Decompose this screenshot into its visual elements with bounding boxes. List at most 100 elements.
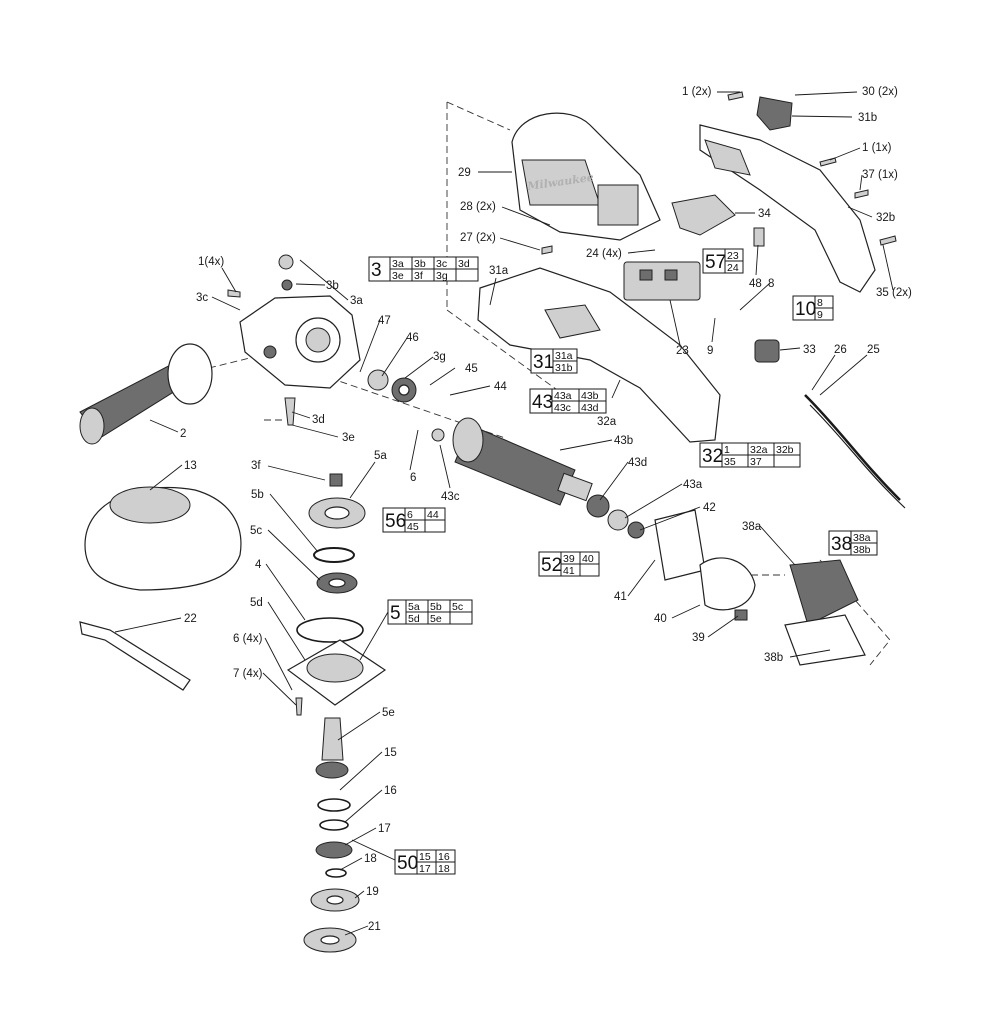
label-7-4x: 7 (4x) [233, 668, 263, 680]
label-6-4x: 6 (4x) [233, 633, 263, 645]
label-1-1x: 1 (1x) [862, 142, 892, 154]
kit-cell [773, 454, 801, 468]
kit-member-label: 18 [438, 863, 450, 875]
fasteners [227, 91, 897, 716]
label-3g: 3g [433, 351, 446, 363]
label-31b: 31b [858, 112, 877, 124]
label-44: 44 [494, 381, 507, 393]
kit-number: 43 [532, 392, 553, 413]
label-46: 46 [406, 332, 419, 344]
label-41: 41 [614, 591, 627, 603]
label-1-4x: 1(4x) [198, 256, 224, 268]
kit-cell [424, 519, 446, 533]
kit-cell [724, 260, 744, 274]
kit-member-label: 35 [724, 456, 736, 468]
label-6: 6 [410, 472, 416, 484]
kit-member-label: 23 [727, 250, 739, 262]
label-27-2x: 27 (2x) [460, 232, 496, 244]
label-2: 2 [180, 428, 186, 440]
label-48: 48 [749, 278, 762, 290]
kit-number: 3 [371, 260, 382, 281]
brush-holder-34 [671, 194, 736, 236]
kit-cell [449, 611, 473, 625]
side-handle-2 [79, 343, 213, 445]
kit-member-label: 5c [452, 601, 463, 613]
label-23: 23 [676, 345, 689, 357]
label-30-2x: 30 (2x) [862, 86, 898, 98]
label-17: 17 [378, 823, 391, 835]
label-3a: 3a [350, 295, 363, 307]
end-cap-38 [784, 559, 866, 666]
label-3c: 3c [196, 292, 208, 304]
label-43a: 43a [683, 479, 703, 491]
kit-member-label: 31b [555, 362, 573, 374]
kit-member-label: 32a [750, 444, 768, 456]
label-19: 19 [366, 886, 379, 898]
kit-member-label: 8 [817, 297, 823, 309]
label-5e: 5e [382, 707, 395, 719]
spindle-5e [315, 717, 349, 779]
kit-number: 31 [533, 352, 554, 373]
label-34: 34 [758, 208, 771, 220]
kit-member-label: 16 [438, 851, 450, 863]
kit-member-label: 3e [392, 270, 404, 282]
label-31a: 31a [489, 265, 509, 277]
inner-flange-19 [310, 888, 360, 912]
kit-cell [814, 307, 834, 321]
spindle-washers-15-18 [315, 798, 353, 878]
kit-member-label: 3b [414, 258, 426, 270]
label-32a: 32a [597, 416, 617, 428]
label-32b: 32b [876, 212, 895, 224]
kit-member-label: 1 [724, 444, 730, 456]
capacitor-33 [754, 339, 780, 363]
kit-member-label: 5b [430, 601, 442, 613]
label-45: 45 [465, 363, 478, 375]
kit-member-label: 3f [414, 270, 423, 282]
label-40: 40 [654, 613, 667, 625]
label-22: 22 [184, 613, 197, 625]
label-9: 9 [707, 345, 713, 357]
label-3f: 3f [251, 460, 261, 472]
kit-number: 5 [390, 603, 401, 624]
label-1-2x: 1 (2x) [682, 86, 712, 98]
label-28-2x: 28 (2x) [460, 201, 496, 213]
power-cord-25 [804, 394, 906, 509]
label-29: 29 [458, 167, 471, 179]
kit-member-label: 5d [408, 613, 420, 625]
kit-member-label: 3d [458, 258, 470, 270]
switch-cover-31b [756, 96, 793, 131]
kit-member-label: 3a [392, 258, 404, 270]
brush-holder-assembly-52 [654, 509, 756, 621]
kit-member-label: 17 [419, 863, 431, 875]
kit-member-label: 3c [436, 258, 447, 270]
kit-number: 32 [702, 446, 723, 467]
motor-housing-rear: Milwaukee [511, 112, 661, 241]
label-5d: 5d [250, 597, 263, 609]
kit-number: 52 [541, 555, 562, 576]
kit-member-label: 15 [419, 851, 431, 863]
label-33: 33 [803, 344, 816, 356]
kit-member-label: 37 [750, 456, 762, 468]
gear-housing-5d [286, 639, 387, 706]
kit-member-label: 43c [554, 402, 571, 414]
kit-cell [552, 360, 578, 374]
kit-member-label: 5e [430, 613, 442, 625]
armature-bearings [586, 494, 645, 539]
o-ring-4 [296, 617, 364, 643]
kit-member-label: 9 [817, 309, 823, 321]
switch-block-57 [623, 261, 701, 301]
kit-member-label: 44 [427, 509, 439, 521]
kit-member-label: 24 [727, 262, 739, 274]
kit-member-label: 43a [554, 390, 572, 402]
rear-handle-cover [699, 124, 876, 293]
kit-member-label: 40 [582, 553, 594, 565]
label-35-2x: 35 (2x) [876, 287, 912, 299]
armature-43 [452, 417, 593, 506]
